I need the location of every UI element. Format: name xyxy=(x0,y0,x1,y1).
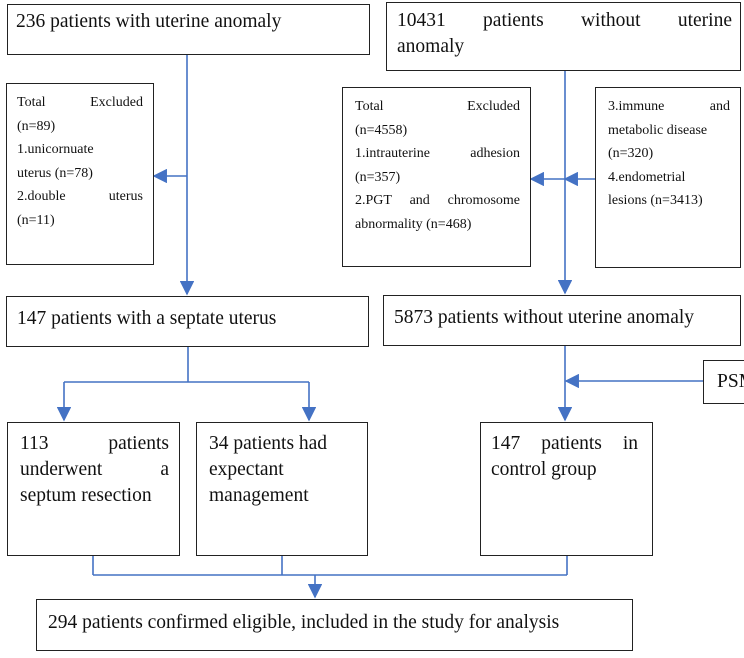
control-line2: control group xyxy=(491,459,597,480)
excluded-mid-item2a: 2.PGT and chromosome xyxy=(355,193,520,208)
excluded-mid-box: Total Excluded (n=4558) 1.intrauterine a… xyxy=(342,87,531,267)
excluded-right-box: 3.immune and metabolic disease (n=320) 4… xyxy=(595,87,741,268)
uterine-anomaly-box: 236 patients with uterine anomaly xyxy=(7,4,370,55)
excluded-mid-total: Total Excluded xyxy=(355,99,520,114)
final-box: 294 patients confirmed eligible, include… xyxy=(36,599,633,651)
excluded-right-item4a: 4.endometrial xyxy=(608,169,686,185)
without-anomaly-line2: anomaly xyxy=(397,36,465,57)
psm-text: PSM xyxy=(717,371,744,392)
excluded-left-box: Total Excluded (n=89) 1.unicornuate uter… xyxy=(6,83,154,265)
resection-line1: 113 patients xyxy=(20,433,169,454)
control-box: 147 patients in control group xyxy=(480,422,653,556)
excluded-left-item1a: 1.unicornuate xyxy=(17,142,94,157)
excluded-right-item3b: metabolic disease xyxy=(608,122,708,138)
without-anomaly-box: 10431 patients without uterine anomaly xyxy=(386,2,741,71)
excluded-left-n: (n=89) xyxy=(17,118,56,134)
expectant-line3: management xyxy=(209,485,309,506)
excluded-right-item4b: lesions (n=3413) xyxy=(608,193,703,208)
control-line1: 147 patients in xyxy=(491,433,638,454)
excluded-mid-n: (n=4558) xyxy=(355,122,408,138)
excluded-left-item2a: 2.double uterus xyxy=(17,189,143,204)
expectant-line2: expectant xyxy=(209,459,284,480)
resection-line3: septum resection xyxy=(20,485,152,506)
resection-line2: underwent a xyxy=(20,459,169,480)
septate-box: 147 patients with a septate uterus xyxy=(6,296,369,347)
excluded-mid-item2b: abnormality (n=468) xyxy=(355,216,472,232)
resection-box: 113 patients underwent a septum resectio… xyxy=(7,422,180,556)
without-anomaly-line1: 10431 patients without uterine xyxy=(397,10,732,31)
septate-text: 147 patients with a septate uterus xyxy=(17,308,277,329)
without-5873-box: 5873 patients without uterine anomaly xyxy=(383,295,741,346)
excluded-left-item2b: (n=11) xyxy=(17,212,55,228)
psm-box: PSM xyxy=(703,360,744,404)
final-text: 294 patients confirmed eligible, include… xyxy=(48,612,560,633)
excluded-mid-item1a: 1.intrauterine adhesion xyxy=(355,146,520,161)
excluded-left-item1b: uterus (n=78) xyxy=(17,165,93,181)
excluded-right-item3a: 3.immune and xyxy=(608,99,730,114)
without-5873-text: 5873 patients without uterine anomaly xyxy=(394,307,695,328)
excluded-left-total: Total Excluded xyxy=(17,95,143,110)
expectant-line1: 34 patients had xyxy=(209,433,328,454)
expectant-box: 34 patients had expectant management xyxy=(196,422,368,556)
excluded-mid-item1b: (n=357) xyxy=(355,169,401,185)
uterine-anomaly-text: 236 patients with uterine anomaly xyxy=(16,11,282,32)
excluded-right-item3c: (n=320) xyxy=(608,146,654,161)
